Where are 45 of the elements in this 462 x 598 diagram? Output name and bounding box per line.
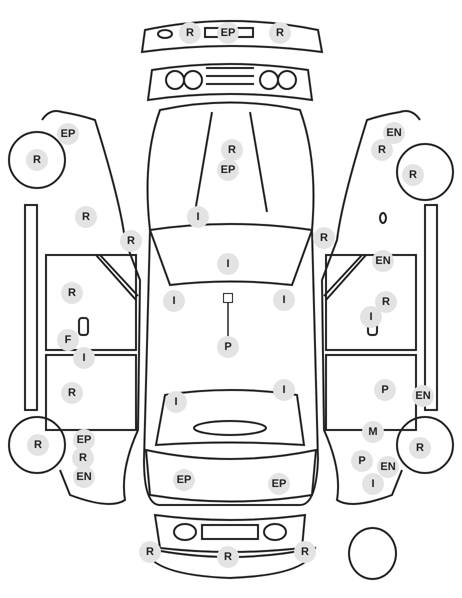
damage-code-badge: R <box>72 447 94 469</box>
damage-code-badge: P <box>217 336 239 358</box>
damage-code-badge: EN <box>412 385 434 407</box>
damage-code-badge: R <box>313 227 335 249</box>
blank-circle <box>348 527 397 580</box>
damage-code-badge: R <box>269 22 291 44</box>
damage-code-badge: R <box>75 206 97 228</box>
marked-spot-square <box>223 293 233 303</box>
damage-code-badge: EN <box>383 122 405 144</box>
damage-code-badge: R <box>120 230 142 252</box>
damage-code-badge: I <box>187 206 209 228</box>
damage-code-badge: I <box>163 290 185 312</box>
damage-code-badge: R <box>27 434 49 456</box>
damage-code-badge: R <box>61 282 83 304</box>
damage-code-badge: R <box>61 382 83 404</box>
damage-code-badge: R <box>221 139 243 161</box>
damage-code-badge: I <box>360 306 382 328</box>
damage-code-badge: EP <box>173 469 195 491</box>
damage-code-badge: EP <box>268 473 290 495</box>
damage-code-badge: R <box>26 149 48 171</box>
damage-code-badge: R <box>371 139 393 161</box>
damage-code-badge: R <box>294 541 316 563</box>
damage-code-badge: F <box>57 329 79 351</box>
leader-line <box>227 303 229 336</box>
damage-code-badge: EP <box>217 159 239 181</box>
damage-code-badge: EN <box>372 250 394 272</box>
damage-code-badge: I <box>217 253 239 275</box>
damage-code-badge: R <box>217 546 239 568</box>
damage-code-badge: R <box>375 291 397 313</box>
damage-code-badge: M <box>362 421 384 443</box>
damage-code-badge: EP <box>57 123 79 145</box>
damage-code-badge: I <box>73 347 95 369</box>
damage-code-badge: R <box>139 541 161 563</box>
damage-code-badge: P <box>351 450 373 472</box>
damage-code-badge: R <box>409 437 431 459</box>
damage-code-badge: P <box>374 379 396 401</box>
damage-code-badge: R <box>402 164 424 186</box>
damage-code-badge: R <box>179 22 201 44</box>
damage-code-badge: EP <box>217 22 239 44</box>
damage-code-badge: I <box>165 391 187 413</box>
damage-code-badge: EN <box>377 456 399 478</box>
damage-code-badge: I <box>273 379 295 401</box>
damage-code-badge: I <box>362 473 384 495</box>
damage-code-badge: EN <box>73 466 95 488</box>
damage-code-badge: I <box>273 289 295 311</box>
